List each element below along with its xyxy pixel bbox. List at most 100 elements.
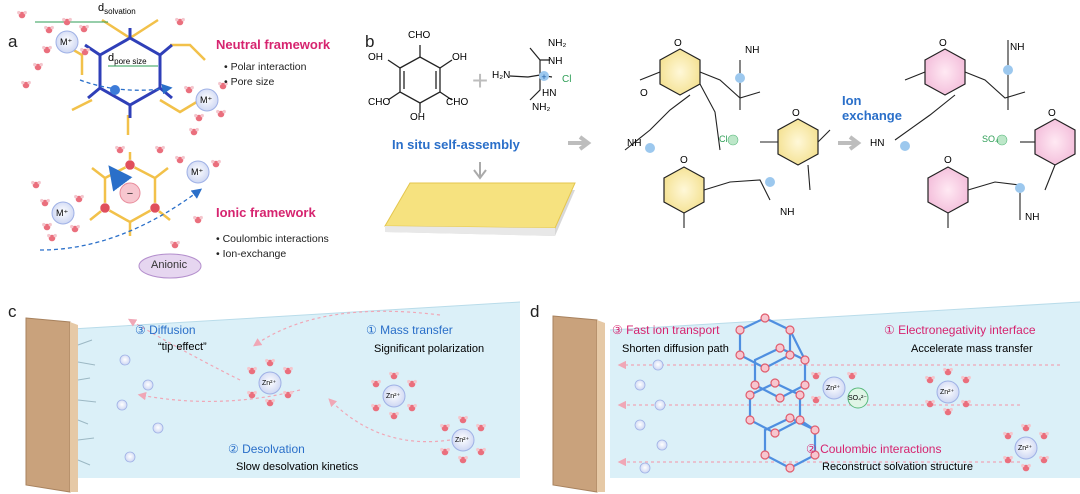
ionic-bullet-1-text: Coulombic interactions xyxy=(222,233,329,245)
chloride-label: Cl xyxy=(562,74,572,85)
d-solvation-label: dsolvation xyxy=(98,2,136,16)
ion-exchange-line-2: exchange xyxy=(842,108,902,123)
ion-exchange-line-1: Ion xyxy=(842,93,862,108)
panel-b-label: b xyxy=(365,32,375,51)
ionic-bullets: • Coulombic interactions • Ion-exchange xyxy=(216,232,329,262)
c-polarization: Significant polarization xyxy=(374,343,485,355)
sulfate-ion-d xyxy=(847,387,869,409)
nh-label-6: NH xyxy=(1025,212,1040,223)
oh-left: OH xyxy=(368,52,383,63)
panel-a-label: a xyxy=(8,32,18,51)
cho-right: CHO xyxy=(446,97,469,108)
d-solvation-symbol: d xyxy=(98,2,105,14)
solvated-zinc-d1 xyxy=(811,371,857,404)
neutral-bullet-2-text: Pore size xyxy=(230,76,275,88)
solvated-zinc-c1 xyxy=(247,358,293,407)
ionic-path-arrow xyxy=(39,188,203,251)
d-shorten-path: Shorten diffusion path xyxy=(622,343,729,355)
guanidinium-plus: + xyxy=(541,72,546,82)
structure-chloride-label: Cl xyxy=(719,134,728,144)
nh2-bottom: NH₂ xyxy=(532,102,551,113)
nh-label-3: NH xyxy=(780,207,795,218)
ionic-framework-charged-nodes xyxy=(99,159,161,214)
neutral-framework-title: Neutral framework xyxy=(216,37,331,52)
d-accelerate: Accelerate mass transfer xyxy=(911,343,1033,355)
c-step2-desolvation: ② Desolvation xyxy=(228,442,305,456)
o-label-4: O xyxy=(680,155,688,166)
c-step1-mass-transfer: ① Mass transfer xyxy=(366,323,453,337)
cof-structure-sulfate xyxy=(894,40,1076,228)
cation-label-1: M⁺ xyxy=(60,37,73,47)
neutral-bullet-1: • Polar interaction xyxy=(224,61,307,73)
c-step3-diffusion: ③ Diffusion xyxy=(135,323,196,337)
o-label-3: O xyxy=(792,108,800,119)
aldehyde-monomer-ring xyxy=(387,45,453,113)
yellow-ring-top xyxy=(659,48,701,96)
cation-label-3: M⁺ xyxy=(56,208,69,218)
guanidinium-centers-chloride xyxy=(645,73,775,187)
o-label-5: O xyxy=(939,38,947,49)
c-zn-label-1: Zn²⁺ xyxy=(262,380,277,387)
solvated-zinc-c3 xyxy=(440,415,486,464)
hydrated-cation-a2 xyxy=(184,81,228,122)
down-arrow-icon xyxy=(473,162,487,180)
chloride-badges xyxy=(727,134,739,146)
nh-label-4: NH xyxy=(1010,42,1025,53)
hn-label-5: HN xyxy=(870,138,885,149)
d-pore-subscript: pore size xyxy=(114,57,147,67)
hydrated-cation-a1 xyxy=(42,17,90,56)
solvated-zinc-c2 xyxy=(371,371,417,420)
reaction-plus-sign: + xyxy=(472,65,488,96)
d-pore-symbol: d xyxy=(108,52,115,64)
nh-label-1: NH xyxy=(745,45,760,56)
c-zn-label-2: Zn²⁺ xyxy=(386,393,401,400)
anion-minus-sign: − xyxy=(127,188,133,200)
neutral-bullet-2: • Pore size xyxy=(224,76,275,88)
right-arrow-icon-2 xyxy=(838,135,862,151)
c-kinetics: Slow desolvation kinetics xyxy=(236,461,359,473)
d-step2-coulombic: ② Coulombic interactions xyxy=(806,442,942,456)
hydrated-cation-a3 xyxy=(40,194,84,233)
zinc-dendrites xyxy=(77,339,97,466)
zinc-anode-c xyxy=(25,317,71,493)
cation-label-4: M⁺ xyxy=(191,167,204,177)
nh2-top: NH₂ xyxy=(548,38,567,49)
cof-links-chloride xyxy=(624,60,831,228)
zinc-anode-d xyxy=(552,315,598,493)
ionic-bullet-1: • Coulombic interactions xyxy=(216,233,329,245)
in-situ-assembly-label: In situ self-assembly xyxy=(392,137,520,152)
oh-bottom: OH xyxy=(410,112,425,123)
anionic-bubble xyxy=(138,253,202,279)
hydrated-cation-a4 xyxy=(175,155,221,184)
d-pore-label: dpore size xyxy=(108,52,147,66)
guanidinium-plus-badge xyxy=(539,71,549,81)
o-label-1: O xyxy=(674,38,682,49)
right-arrow-icon xyxy=(568,135,592,151)
panel-d-flow-arrows xyxy=(617,360,1060,467)
pink-ring-bottom xyxy=(927,166,969,214)
d-step3-fast-transport: ③ Fast ion transport xyxy=(612,323,720,337)
d-zn-label-2: Zn²⁺ xyxy=(940,389,955,396)
cho-top: CHO xyxy=(408,30,431,41)
ionic-interaction-arrow xyxy=(108,165,133,192)
o-label-6: O xyxy=(1048,108,1056,119)
panel-b-monomers: + + xyxy=(387,45,553,113)
panel-a-neutral-framework xyxy=(17,10,228,154)
nh-label-2: NH xyxy=(627,138,642,149)
h2n-left: H₂N xyxy=(492,70,511,81)
d-zn-label-3: Zn²⁺ xyxy=(1018,445,1033,452)
c-tip-effect: “tip effect” xyxy=(158,341,207,353)
solvated-zinc-d2 xyxy=(925,367,971,416)
cation-label-2: M⁺ xyxy=(200,95,213,105)
hn-bottom: HN xyxy=(542,88,557,99)
o-label-7: O xyxy=(944,155,952,166)
ionic-bullet-2-text: Ion-exchange xyxy=(222,248,287,260)
d-so4-label: SO₄²⁻ xyxy=(848,395,867,402)
pink-ring-mid xyxy=(1034,118,1076,166)
pink-ring-top xyxy=(924,48,966,96)
sulfate-badges xyxy=(996,134,1008,146)
panel-a-ionic-framework: − xyxy=(31,145,221,279)
d-solvation-subscript: solvation xyxy=(104,7,136,17)
panel-c-channel xyxy=(25,301,521,493)
